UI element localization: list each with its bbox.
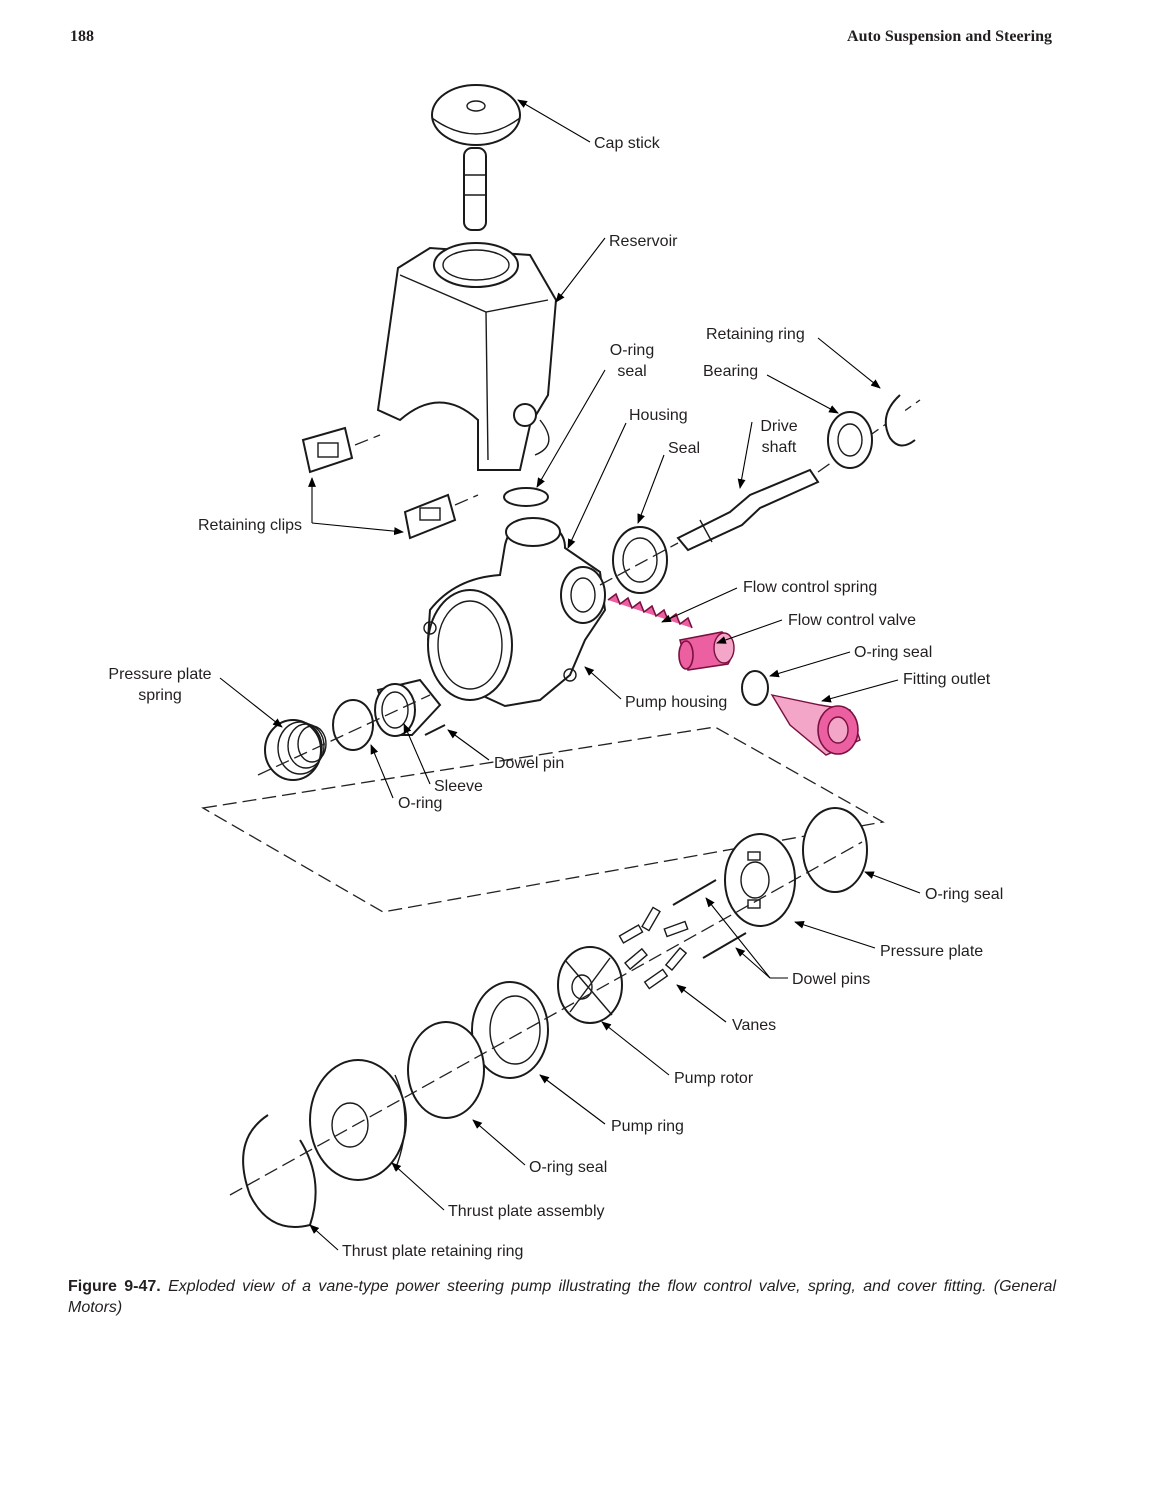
sleeve-part: [374, 678, 442, 737]
enclosure-outline: [201, 726, 885, 913]
label-housing: Housing: [629, 407, 688, 424]
label-seal: Seal: [668, 440, 700, 457]
reservoir-part: [376, 242, 558, 471]
label-oring-seal-bottom: O-ring seal: [529, 1159, 607, 1176]
retaining-ring-part: [884, 394, 916, 447]
dowel-pin-part: [424, 724, 446, 736]
dowel-pin-upper: [672, 879, 717, 906]
label-thrust-plate-assembly: Thrust plate assembly: [448, 1203, 605, 1220]
label-reservoir: Reservoir: [609, 233, 678, 250]
label-pump-ring: Pump ring: [611, 1118, 684, 1135]
oring-seal-neck: [503, 487, 549, 507]
label-oring-seal-top-1: O-ring: [610, 342, 654, 359]
label-retaining-ring: Retaining ring: [706, 326, 805, 343]
bearing-part: [827, 411, 873, 469]
figure-number: Figure 9-47.: [68, 1278, 161, 1295]
label-flow-control-valve: Flow control valve: [788, 612, 916, 629]
retaining-clip-upper: [301, 426, 354, 474]
label-oring-seal-lower: O-ring seal: [925, 886, 1003, 903]
label-sleeve: Sleeve: [434, 778, 483, 795]
figure-caption-text: Exploded view of a vane-type power steer…: [68, 1278, 1057, 1316]
leader-lines: [219, 99, 921, 1251]
running-head: Auto Suspension and Steering: [847, 28, 1052, 45]
oring-seal-mid-part: [741, 670, 769, 706]
part-labels: Cap stick Reservoir O-ring seal Retainin…: [108, 135, 1003, 1260]
pressure-plate-part: [724, 833, 796, 927]
label-oring: O-ring: [398, 795, 442, 812]
label-dowel-pin: Dowel pin: [494, 755, 564, 772]
label-drive-shaft-1: Drive: [760, 418, 797, 435]
flow-control-valve-part: [678, 631, 735, 671]
label-cap-stick: Cap stick: [594, 135, 661, 152]
pressure-plate-spring-part: [264, 719, 327, 781]
pump-housing-part: [423, 517, 607, 708]
label-flow-control-spring: Flow control spring: [743, 579, 877, 596]
pump-ring-part: [471, 981, 549, 1079]
label-pressure-plate-spring-2: spring: [138, 687, 182, 704]
label-retaining-clips: Retaining clips: [198, 517, 302, 534]
thrust-plate-assembly-part: [309, 1059, 407, 1181]
dowel-pin-lower: [702, 932, 747, 959]
label-bearing: Bearing: [703, 363, 758, 380]
seal-part: [612, 526, 668, 594]
vanes-part: [618, 906, 689, 990]
thrust-plate-retaining-ring-part: [242, 1114, 317, 1228]
label-fitting-outlet: Fitting outlet: [903, 671, 991, 688]
page-number: 188: [70, 28, 94, 45]
label-oring-seal-top-2: seal: [617, 363, 646, 380]
fitting-outlet-part: [770, 693, 861, 756]
flow-control-spring-part: [607, 592, 693, 629]
label-dowel-pins: Dowel pins: [792, 971, 870, 988]
label-pump-rotor: Pump rotor: [674, 1070, 754, 1087]
oring-part: [332, 699, 374, 751]
exploded-pump-diagram: Cap stick Reservoir O-ring seal Retainin…: [108, 84, 1003, 1260]
retaining-clip-lower: [403, 493, 457, 540]
pump-rotor-part: [557, 946, 623, 1024]
page-header: 188 Auto Suspension and Steering: [0, 22, 1155, 52]
figure-caption: Figure 9-47. Exploded view of a vane-typ…: [68, 1276, 1056, 1318]
label-thrust-plate-retaining-ring: Thrust plate retaining ring: [342, 1243, 523, 1260]
oring-seal-bottom-part: [407, 1021, 485, 1119]
label-pressure-plate-spring-1: Pressure plate: [108, 666, 211, 683]
label-drive-shaft-2: shaft: [762, 439, 797, 456]
label-vanes: Vanes: [732, 1017, 776, 1034]
cap-stick-part: [431, 84, 521, 231]
label-pump-housing: Pump housing: [625, 694, 727, 711]
oring-seal-lower-part: [802, 807, 868, 893]
label-pressure-plate: Pressure plate: [880, 943, 983, 960]
label-oring-seal-mid: O-ring seal: [854, 644, 932, 661]
